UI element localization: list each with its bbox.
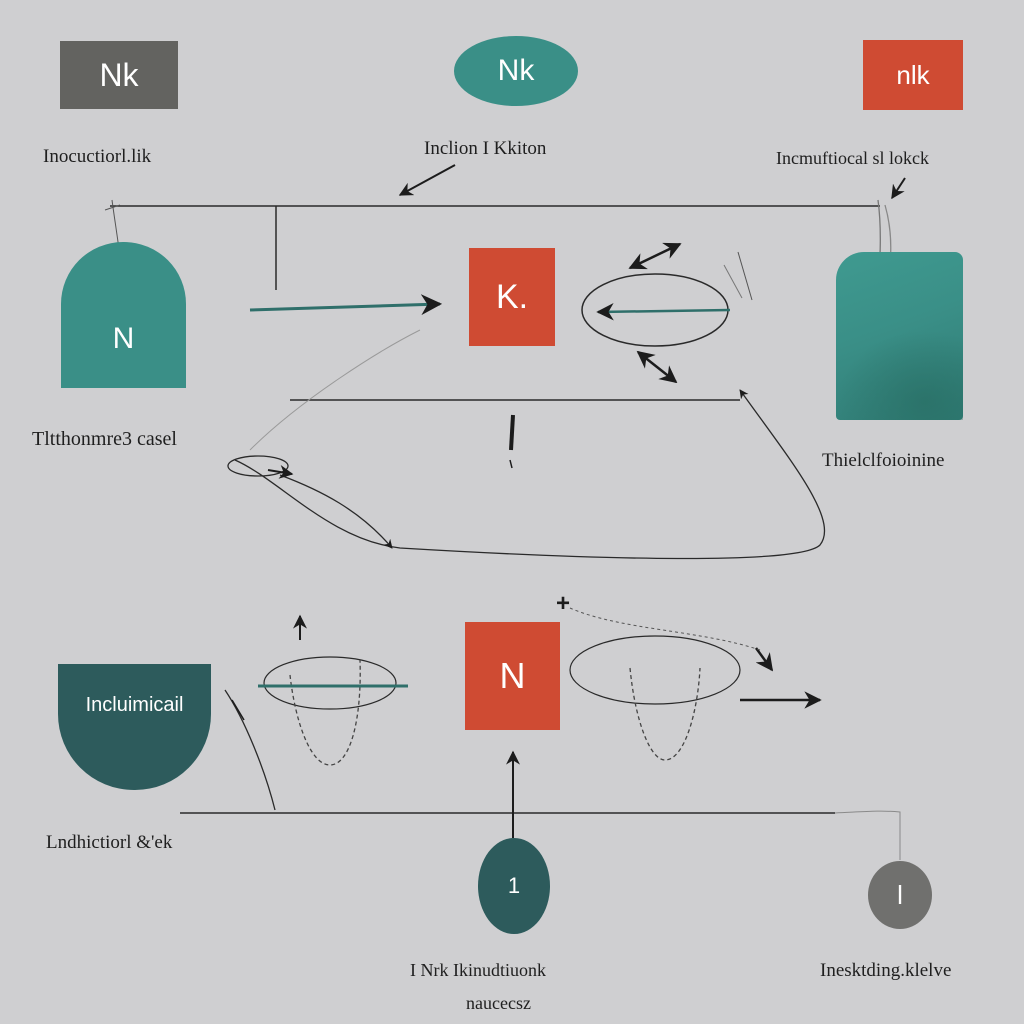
double-arrow-top <box>628 242 682 270</box>
bottom-center-circle: 1 <box>478 838 550 934</box>
label-mid-right: Thielclfoioinine <box>822 450 945 471</box>
label-top-left: Inocuctiorl.lik <box>43 146 152 167</box>
base-right-connector <box>834 810 901 860</box>
k-wisp <box>737 251 753 301</box>
label-bottom-center-2: naucecsz <box>466 993 531 1013</box>
arrow-to-k <box>249 294 443 316</box>
bottom-left-shield-text: Incluimicail <box>85 694 184 716</box>
bottom-right-ellipse <box>569 635 741 705</box>
top-right-nlk-text: nlk <box>896 59 930 90</box>
ellipse-arrow <box>596 303 731 321</box>
label-top-right: Incmuftiocal sl lokck <box>776 148 929 168</box>
left-wisp-2 <box>104 204 121 211</box>
center-down-tick <box>509 459 513 469</box>
top-center-nk-text: Nk <box>497 54 535 87</box>
left-arch-n: N <box>61 242 186 388</box>
label-mid-left: Tltthonmre3 casel <box>32 428 177 450</box>
bottom-center-n-square: N <box>465 622 560 730</box>
small-arrow-right <box>267 465 294 479</box>
arrow-top-right <box>891 177 906 200</box>
top-right-nlk-box: nlk <box>863 40 963 110</box>
right-container-shade <box>836 330 963 420</box>
bottom-left-ellipse <box>263 656 397 710</box>
center-k-text: K. <box>495 277 529 316</box>
top-center-nk-oval: Nk <box>454 36 578 106</box>
bottom-right-circle-text: l <box>897 879 903 910</box>
bottom-right-diag-arrow <box>754 647 774 672</box>
k-wisp-2 <box>723 264 743 299</box>
loop-curve <box>234 389 826 560</box>
bottom-left-u <box>289 659 361 766</box>
arrow-top-center <box>398 164 456 196</box>
label-bottom-right: Inesktding.klelve <box>820 960 952 981</box>
top-left-nk-text: Nk <box>99 56 139 93</box>
center-k-square: K. <box>469 248 555 346</box>
label-top-center: Inclion I Kkiton <box>424 138 547 159</box>
faint-diagonal <box>249 329 421 451</box>
curve-to-loop <box>279 474 393 549</box>
label-bottom-left: Lndhictiorl &'ek <box>46 832 173 853</box>
bottom-center-n-text: N <box>499 655 526 696</box>
bottom-left-shield: Incluimicail <box>58 664 211 790</box>
bottom-right-u <box>629 667 701 761</box>
bottom-left-small-tick <box>231 699 245 721</box>
plus-to-ellipse <box>569 607 761 651</box>
bottom-left-curve <box>224 689 276 811</box>
top-left-nk-box: Nk <box>60 41 178 109</box>
bottom-right-gray-circle: l <box>868 861 932 929</box>
double-arrow-bottom <box>636 350 678 384</box>
label-bottom-center-1: I Nrk Ikinudtiuonk <box>410 960 546 980</box>
center-down-mark <box>509 414 515 451</box>
left-arch-text: N <box>112 322 135 355</box>
plus-mark: + <box>556 590 571 617</box>
bottom-circle-text: 1 <box>507 873 521 898</box>
